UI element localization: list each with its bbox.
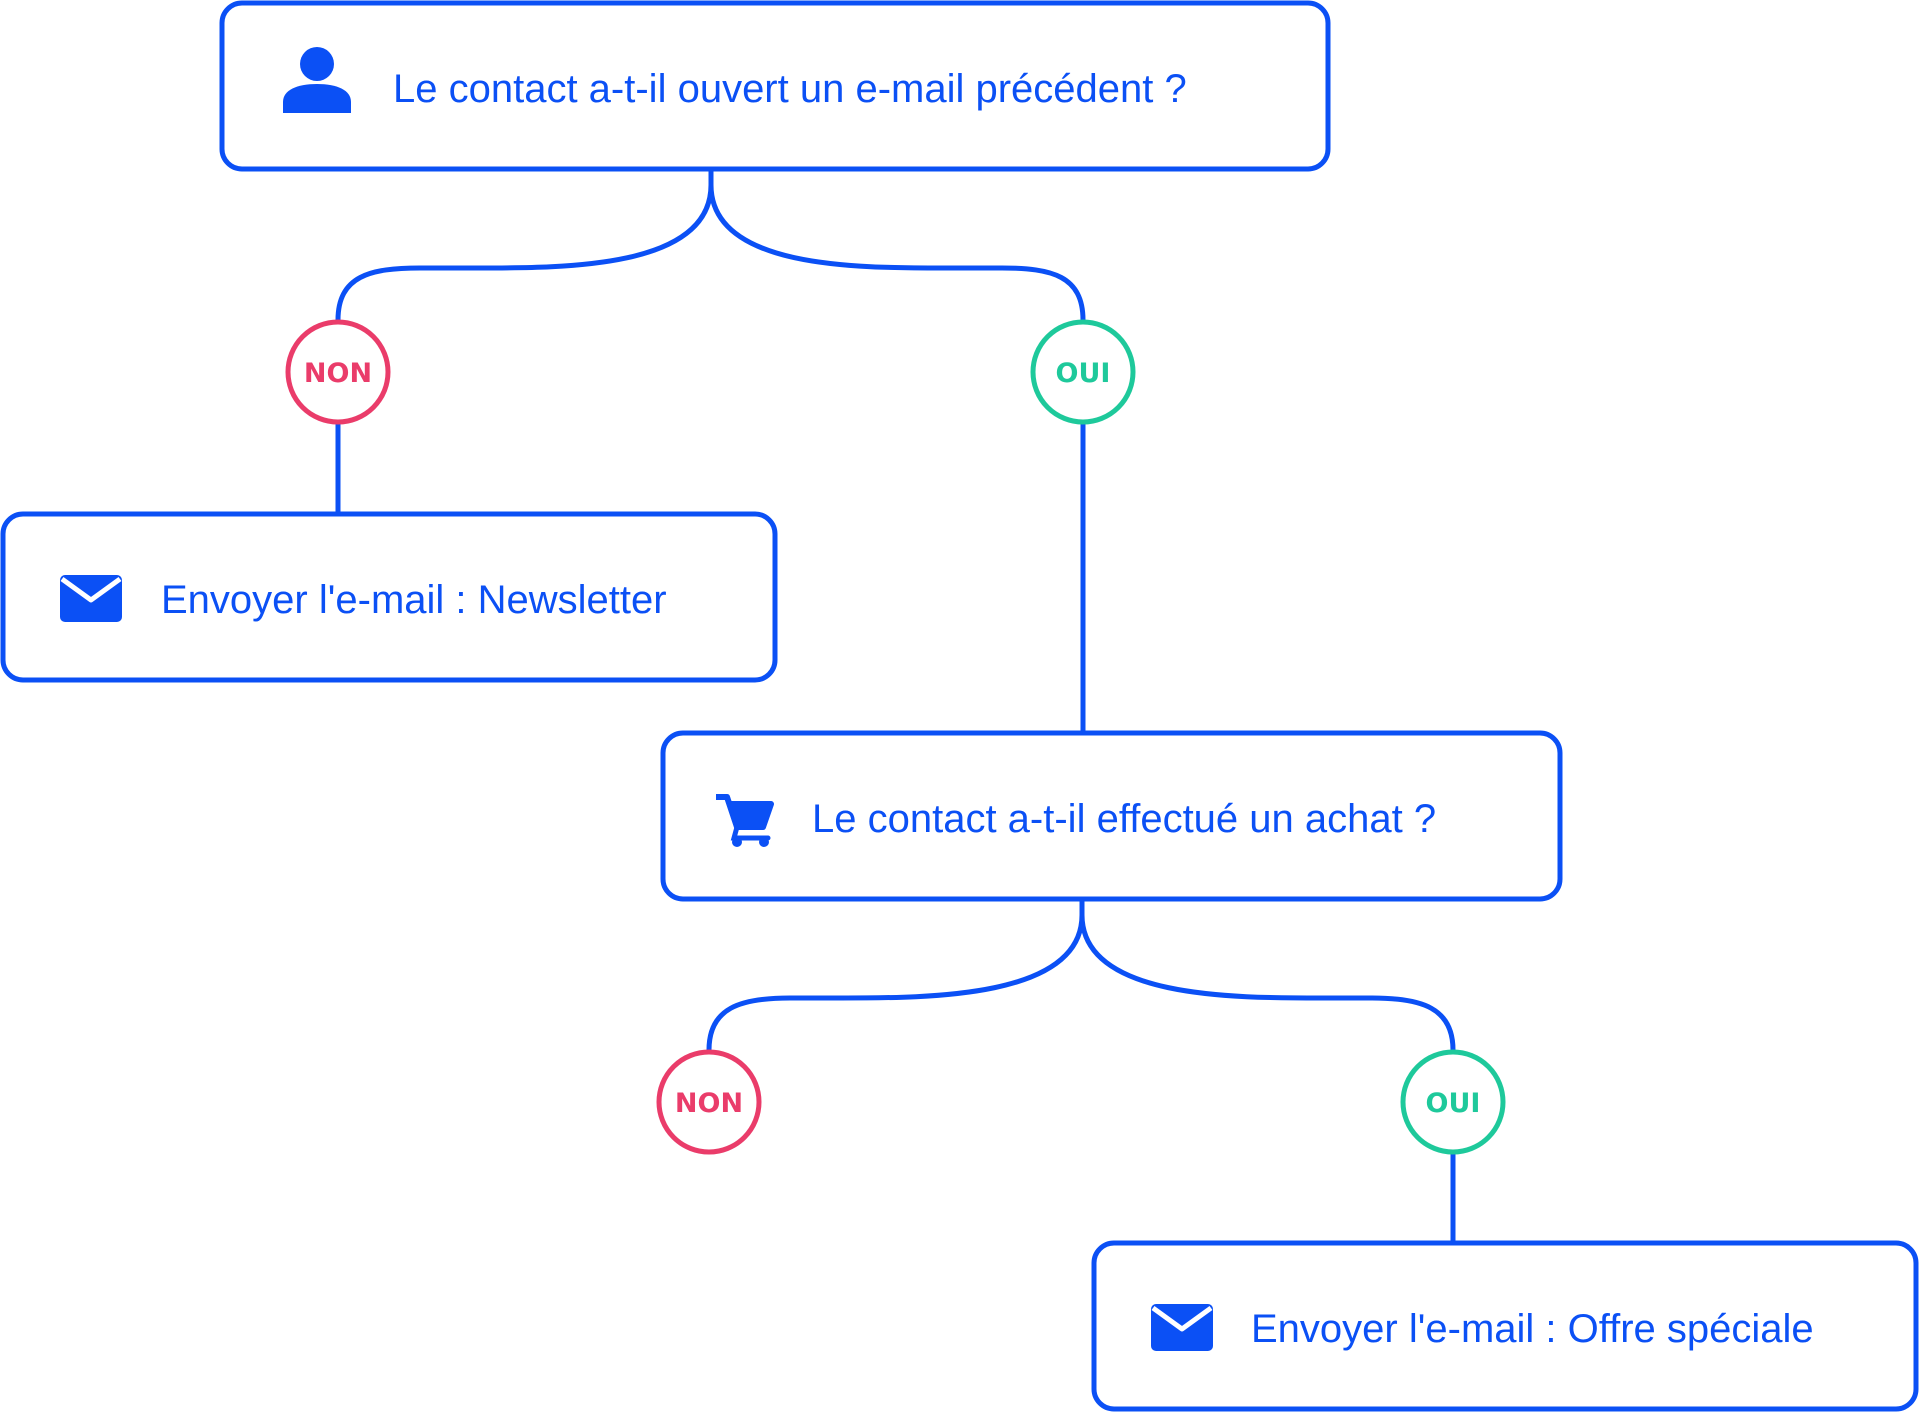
branch-q2-no: NON — [656, 1049, 762, 1155]
branch-q1-no: NON — [285, 319, 391, 425]
node-a1-box — [0, 511, 778, 683]
branch-q2-yes-label: OUI — [1426, 1088, 1481, 1119]
connector-q1-yes — [708, 182, 1086, 323]
node-q1-box — [219, 0, 1331, 172]
node-a1-label: Envoyer l'e-mail : Newsletter — [161, 578, 667, 622]
connector-q1-no — [335, 167, 714, 323]
user-icon — [283, 47, 351, 113]
node-q1-label: Le contact a-t-il ouvert un e-mail précé… — [393, 67, 1187, 111]
node-q2-label: Le contact a-t-il effectué un achat ? — [812, 797, 1436, 841]
branch-q2-yes: OUI — [1400, 1049, 1506, 1155]
branch-q1-no-label: NON — [304, 358, 372, 389]
node-a2-label: Envoyer l'e-mail : Offre spéciale — [1251, 1307, 1814, 1351]
branch-q2-no-label: NON — [675, 1088, 743, 1119]
connector-q2-no — [706, 897, 1085, 1053]
branch-q1-yes-label: OUI — [1056, 358, 1111, 389]
envelope-icon — [1151, 1304, 1213, 1351]
node-a2-box — [1091, 1240, 1919, 1412]
envelope-icon — [60, 575, 122, 622]
shopping-cart-icon — [716, 794, 774, 847]
connector-q2-yes — [1079, 912, 1456, 1053]
branch-q1-yes: OUI — [1030, 319, 1136, 425]
node-q2-box — [660, 730, 1563, 902]
